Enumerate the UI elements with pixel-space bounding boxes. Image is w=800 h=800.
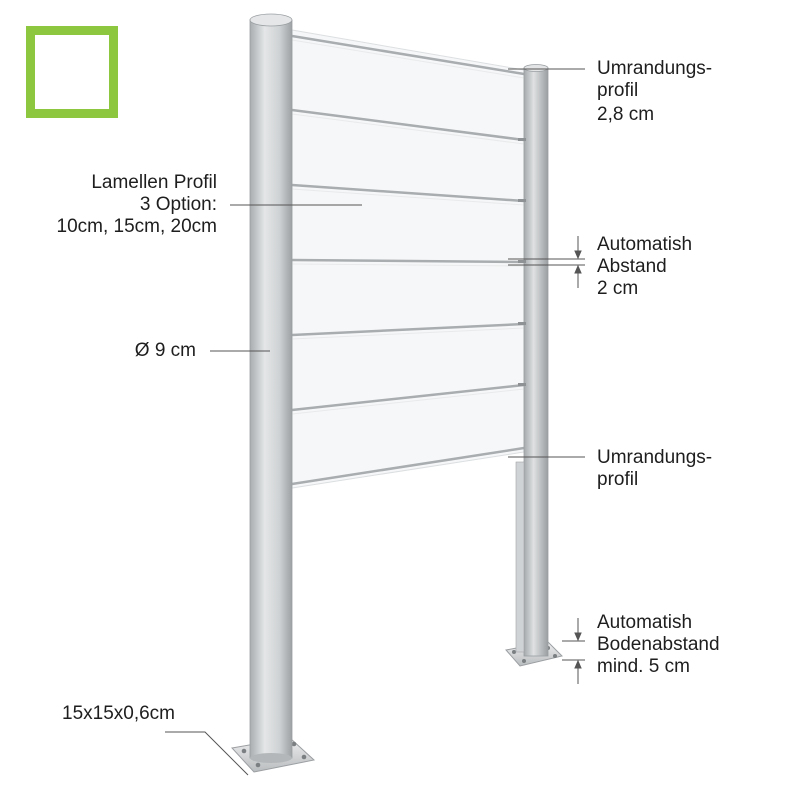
label-top-profile: Umrandungs- profil 2,8 cm — [597, 58, 713, 125]
right-post-cap — [523, 64, 549, 72]
label-diameter: Ø 9 cm — [134, 340, 196, 361]
slat-rail — [291, 446, 525, 486]
right-post — [523, 67, 549, 657]
slat-rails — [291, 34, 525, 486]
label-base-plate: 15x15x0,6cm — [62, 703, 176, 724]
brand-logo-square — [26, 26, 118, 118]
slat-rail — [291, 34, 525, 76]
slat-rail — [291, 258, 525, 264]
dimension-arrows — [574, 236, 582, 684]
label-bottom-profile: Umrandungs- profil — [597, 447, 713, 490]
left-post-cap — [249, 13, 293, 27]
slat-rail — [291, 383, 525, 412]
leader-base-plate — [165, 731, 249, 776]
slat-rail — [291, 183, 525, 203]
slat-panel — [291, 29, 525, 489]
label-spacing: Automatish Abstand 2 cm — [597, 234, 693, 299]
slat-rail — [291, 108, 525, 142]
slat-rail — [291, 322, 525, 337]
leader-lines — [165, 68, 585, 776]
left-post — [249, 19, 293, 759]
slat-highlights — [291, 39, 525, 415]
right-post-slat-clips — [518, 138, 526, 386]
label-slat-profile: Lamellen Profil 3 Option: 10cm, 15cm, 20… — [56, 172, 218, 237]
label-ground-clearance: Automatish Bodenabstand mind. 5 cm — [597, 612, 720, 677]
